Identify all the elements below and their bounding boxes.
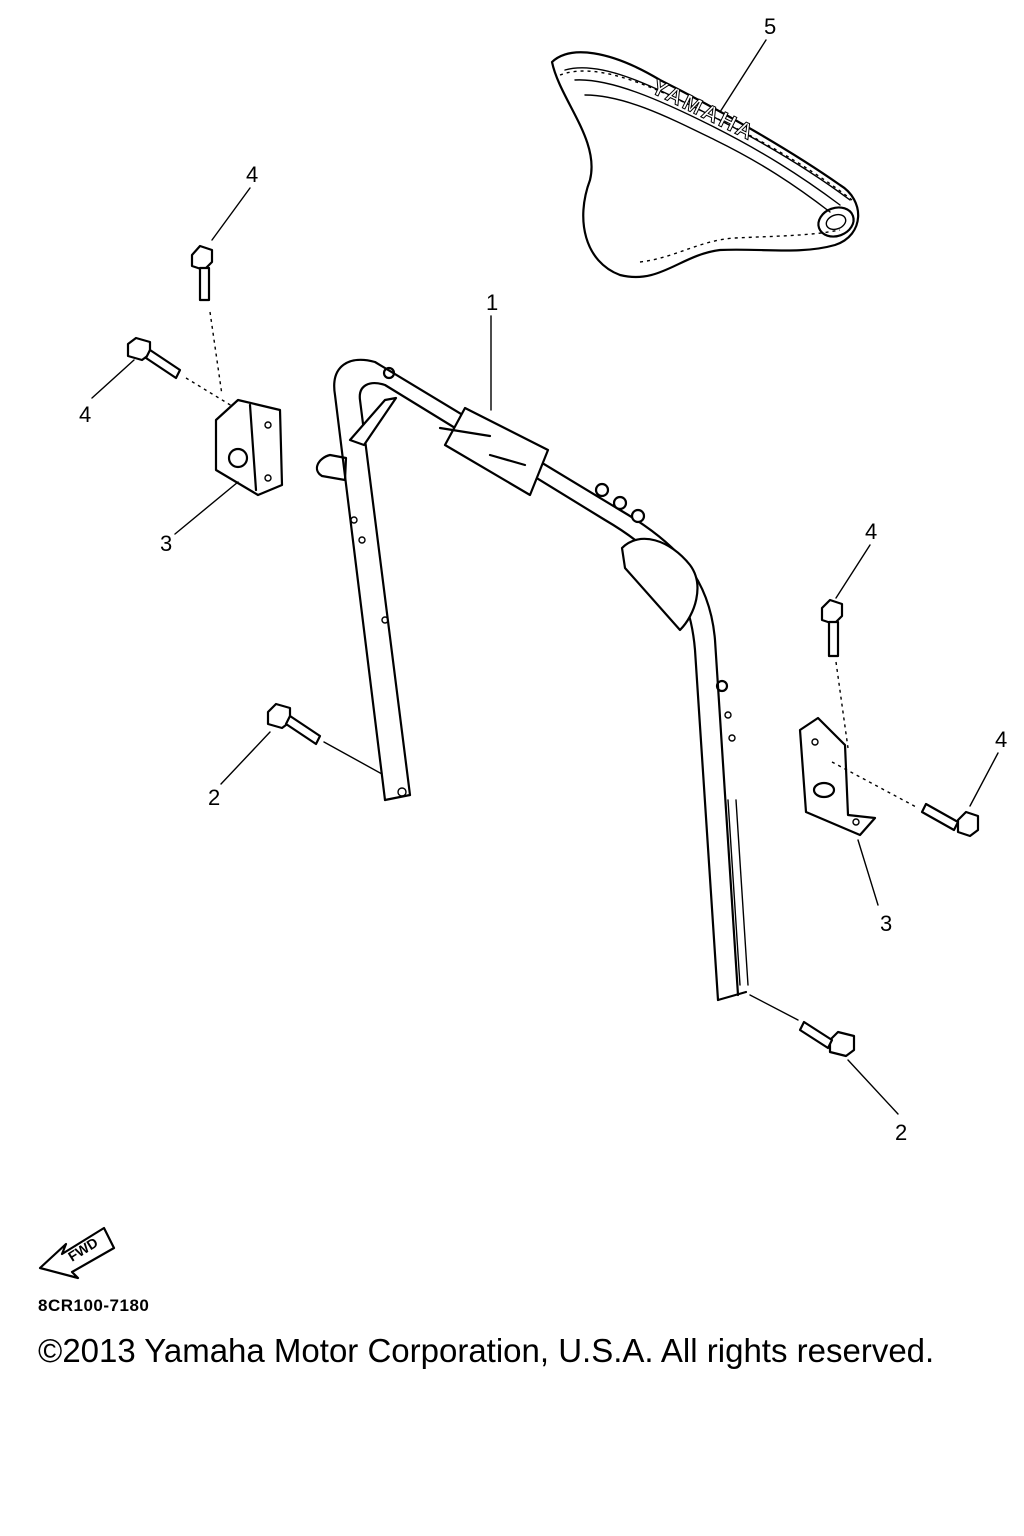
bracket-right (798, 716, 877, 837)
callout-bolt-right-vertical: 4 (865, 519, 878, 544)
callout-bracket-left: 3 (160, 531, 173, 556)
callout-seat: 5 (764, 14, 777, 39)
copyright-notice: ©2013 Yamaha Motor Corporation, U.S.A. A… (38, 1332, 935, 1369)
bracket-left (214, 398, 284, 497)
bolt-top-left-horizontal (126, 336, 233, 407)
leader-lines (91, 39, 999, 1115)
handle-pole (333, 358, 749, 1002)
bolt-top-left-vertical (190, 244, 223, 396)
bolt-right-vertical (820, 598, 849, 749)
bolt-right-horizontal (831, 761, 980, 838)
callout-bracket-right: 3 (880, 911, 893, 936)
callout-bolt-top-left-vertical: 4 (246, 162, 259, 187)
callout-bolt-right-horizontal: 4 (995, 727, 1008, 752)
callout-bolt-lower-right: 2 (895, 1120, 908, 1145)
callout-bolt-lower-left: 2 (208, 785, 221, 810)
fwd-arrow-icon: FWD (38, 1226, 116, 1280)
callout-bolt-top-left-horizontal: 4 (79, 402, 92, 427)
bolt-lower-right (749, 994, 856, 1058)
callout-handle-pole: 1 (486, 290, 499, 315)
d-ring (315, 453, 348, 482)
part-code: 8CR100-7180 (38, 1296, 150, 1315)
bolt-lower-left (266, 702, 383, 775)
seat-pad: YAMAHA (550, 51, 860, 278)
